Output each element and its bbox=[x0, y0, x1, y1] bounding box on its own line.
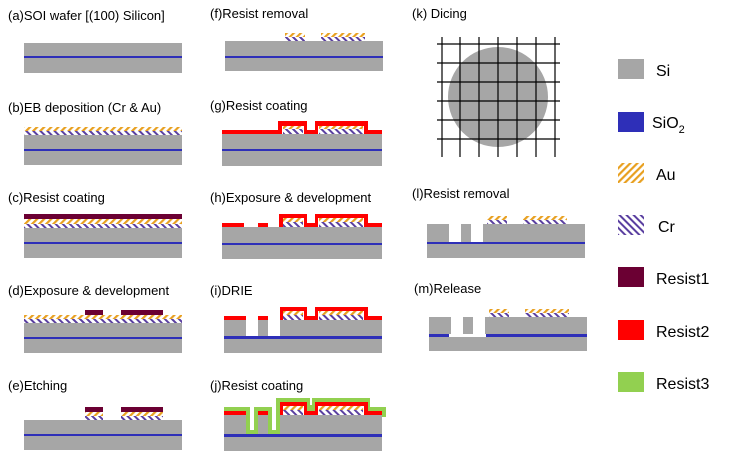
step-e-label: (e)Etching bbox=[8, 378, 67, 393]
step-k-dicing-wafer bbox=[437, 37, 560, 157]
step-b-cross-section bbox=[24, 127, 182, 165]
step-g-label: (g)Resist coating bbox=[210, 98, 308, 113]
step-d-label: (d)Exposure & development bbox=[8, 283, 170, 298]
legend-label-si: Si bbox=[656, 63, 670, 80]
legend: Si SiO2 Au Cr Resist1 Resist2 Resist3 bbox=[618, 59, 709, 393]
legend-swatch-sio2 bbox=[618, 112, 644, 132]
step-h-label: (h)Exposure & development bbox=[210, 190, 372, 205]
step-m-cross-section bbox=[429, 309, 587, 351]
legend-label-au: Au bbox=[656, 167, 676, 184]
step-k-label: (k) Dicing bbox=[412, 6, 467, 21]
step-j-label: (j)Resist coating bbox=[210, 378, 303, 393]
step-f-cross-section bbox=[225, 33, 383, 71]
legend-swatch-cr bbox=[618, 215, 644, 235]
step-i-label: (i)DRIE bbox=[210, 283, 253, 298]
step-a-cross-section bbox=[24, 43, 182, 73]
legend-swatch-si bbox=[618, 59, 644, 79]
legend-swatch-resist1 bbox=[618, 267, 644, 287]
legend-label-cr: Cr bbox=[658, 219, 676, 236]
step-b-label: (b)EB deposition (Cr & Au) bbox=[8, 100, 161, 115]
step-j-cross-section bbox=[224, 398, 386, 451]
legend-label-resist3: Resist3 bbox=[656, 376, 709, 393]
step-e-cross-section bbox=[24, 407, 182, 450]
step-g-cross-section bbox=[222, 121, 382, 166]
step-d-cross-section bbox=[24, 310, 182, 353]
step-c-label: (c)Resist coating bbox=[8, 190, 105, 205]
step-f-label: (f)Resist removal bbox=[210, 6, 308, 21]
legend-label-resist2: Resist2 bbox=[656, 324, 709, 341]
legend-swatch-resist3 bbox=[618, 372, 644, 392]
step-l-label: (l)Resist removal bbox=[412, 186, 510, 201]
step-m-label: (m)Release bbox=[414, 281, 481, 296]
step-i-cross-section bbox=[224, 307, 382, 353]
step-h-cross-section bbox=[222, 214, 382, 259]
step-l-cross-section bbox=[427, 216, 585, 258]
step-c-cross-section bbox=[24, 214, 182, 258]
legend-label-resist1: Resist1 bbox=[656, 271, 709, 288]
legend-swatch-au bbox=[618, 163, 644, 183]
step-a-label: (a)SOI wafer [(100) Silicon] bbox=[8, 8, 165, 23]
legend-swatch-resist2 bbox=[618, 320, 644, 340]
legend-label-sio2: SiO2 bbox=[652, 115, 685, 136]
